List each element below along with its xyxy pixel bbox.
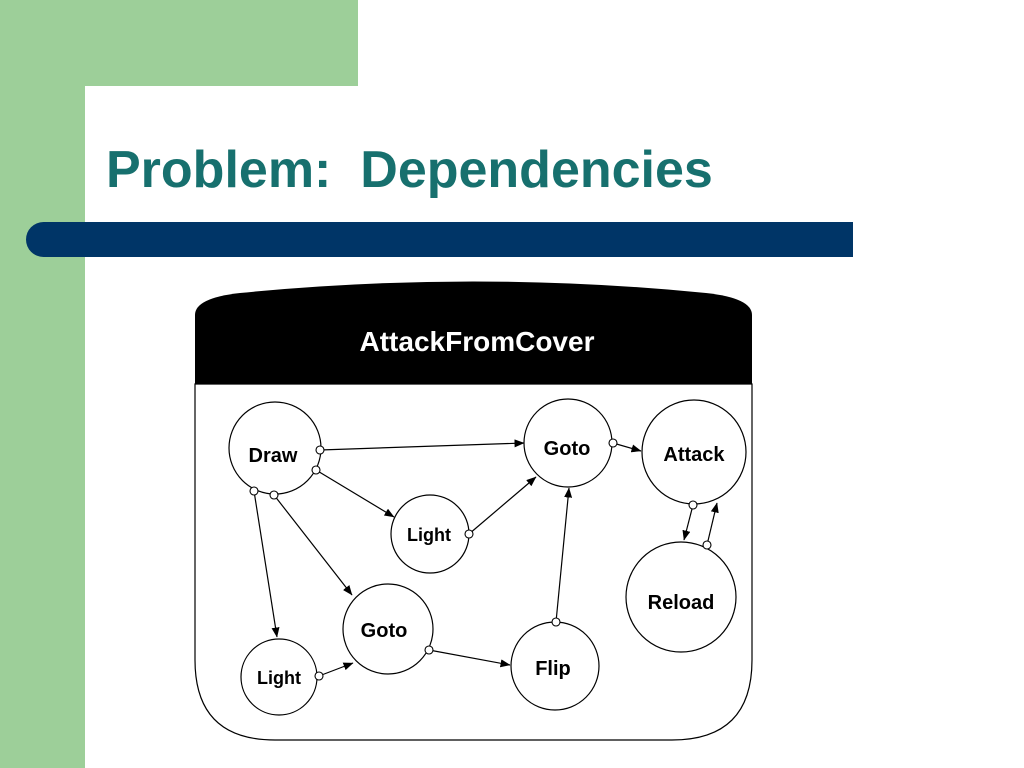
edges: [253, 439, 719, 677]
edge-light-bottom-to-goto-bottom: [318, 662, 354, 677]
node-attack: Attack: [641, 399, 747, 505]
edge-reload-to-attack: [706, 502, 719, 546]
edge-goto-top-to-attack: [612, 442, 642, 453]
node-label-attack: Attack: [663, 444, 725, 466]
node-label-goto-top: Goto: [544, 438, 591, 460]
node-label-goto-bottom: Goto: [361, 620, 408, 642]
node-label-flip: Flip: [535, 658, 571, 680]
container-header: [195, 281, 752, 384]
edge-origin-marker: [702, 540, 712, 550]
nodes: Draw Goto Attack Light Reload Goto: [228, 398, 747, 716]
node-draw: Draw: [228, 401, 322, 495]
container-attackfromcover: AttackFromCover: [194, 281, 753, 741]
edge-origin-marker: [314, 671, 324, 681]
node-flip: Flip: [510, 621, 600, 711]
edge-attack-to-reload: [682, 504, 694, 541]
node-label-light-mid: Light: [407, 525, 451, 545]
slide-title: Problem: Dependencies: [106, 141, 713, 199]
edge-draw-to-goto-bottom: [273, 494, 353, 596]
edge-flip-to-goto-top: [555, 487, 573, 623]
node-light-mid: Light: [390, 494, 470, 574]
edge-draw-to-light-mid: [315, 469, 395, 518]
edge-origin-marker: [424, 645, 434, 655]
edge-origin-marker: [249, 486, 259, 496]
edge-draw-to-light-bottom: [253, 490, 280, 638]
edge-goto-bottom-to-flip: [428, 649, 511, 668]
node-label-light-bottom: Light: [257, 668, 301, 688]
edge-origin-marker: [551, 617, 561, 627]
edge-light-mid-to-goto-top: [468, 476, 537, 535]
edge-origin-markers: [249, 438, 712, 681]
container-body: [194, 383, 753, 741]
edge-origin-marker: [315, 445, 325, 455]
edge-origin-marker: [464, 529, 474, 539]
edge-origin-marker: [608, 438, 618, 448]
edge-origin-marker: [311, 465, 321, 475]
edge-draw-to-goto-top: [319, 439, 525, 451]
edge-origin-marker: [688, 500, 698, 510]
node-reload: Reload: [625, 541, 737, 653]
node-light-bottom: Light: [240, 638, 318, 716]
green-sidebar: [0, 0, 85, 768]
title-underline-bar: [26, 222, 853, 257]
edge-origin-marker: [269, 490, 279, 500]
node-goto-top: Goto: [523, 398, 613, 488]
node-label-reload: Reload: [648, 592, 715, 614]
node-goto-bottom: Goto: [342, 583, 434, 675]
container-title: AttackFromCover: [360, 326, 595, 357]
node-label-draw: Draw: [249, 445, 298, 467]
